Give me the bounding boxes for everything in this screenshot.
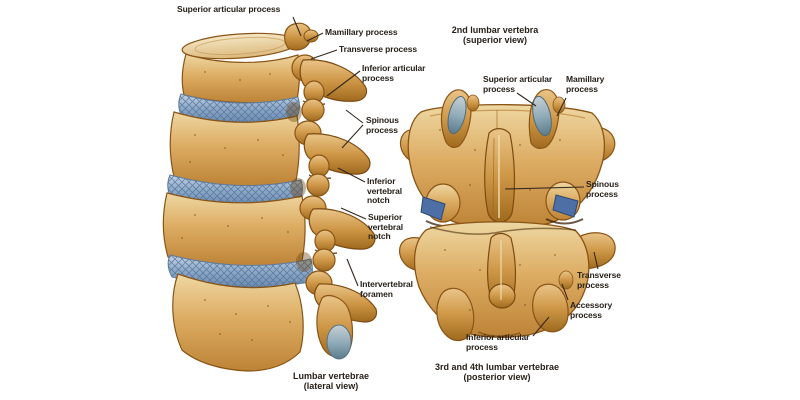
label-mamillary-process: Mamillary process [325, 27, 398, 38]
caption-posterior-view: 3rd and 4th lumbar vertebrae (posterior … [417, 362, 577, 382]
label-line: process [570, 309, 602, 320]
leader-line [306, 32, 324, 42]
leader-line [341, 124, 364, 149]
leader-line [345, 109, 364, 124]
label-line: Superior articular [483, 74, 553, 84]
leader-line [532, 316, 550, 337]
label-line: Superior [368, 212, 403, 222]
label-superior-vertebral-notch: Superior vertebral notch [368, 212, 404, 242]
caption-line: (posterior view) [463, 372, 531, 382]
label-line: foramen [360, 288, 393, 299]
label-line: Inferior articular [362, 63, 426, 73]
articular-process [301, 98, 325, 122]
vertebral-body-3 [162, 192, 306, 268]
label-line: process [566, 83, 598, 94]
label-superior-articular-process: Superior articular process [177, 4, 281, 15]
leader-line [593, 251, 599, 270]
leader-line [326, 70, 361, 97]
vertebral-body-4 [172, 273, 304, 372]
label-line: process [586, 188, 618, 199]
label-line: notch [368, 231, 391, 241]
lateral-view-drawing [162, 22, 378, 372]
label-line: Spinous [586, 179, 619, 189]
title-line: 2nd lumbar vertebra [451, 25, 539, 35]
label-transverse-process-right-fig: Transverse process [577, 270, 621, 290]
label-line: vertebral [368, 221, 404, 232]
spinous-process-4 [314, 283, 378, 323]
label-inferior-articular-process: Inferior articular process [362, 63, 426, 83]
label-inferior-vertebral-notch: Inferior vertebral notch [367, 176, 403, 206]
inferior-articular-process-bottom-right [532, 283, 569, 333]
label-line: vertebral [367, 185, 403, 196]
label-line: process [362, 72, 394, 83]
label-mamillary-process-right-fig: Mamillary process [566, 74, 605, 94]
leader-lines [292, 16, 599, 337]
vertebral-body-2 [169, 111, 300, 187]
caption-line: Lumbar vertebrae [292, 371, 370, 381]
vertebral-body-1 [181, 53, 300, 104]
leader-line [340, 207, 367, 220]
bone-speckles [181, 71, 291, 341]
leader-line [504, 186, 585, 190]
mamillary-process-right [552, 96, 566, 114]
title-superior-view: 2nd lumbar vertebra (superior view) [425, 25, 565, 45]
leader-line [516, 92, 537, 107]
label-line: Spinous [366, 115, 399, 125]
label-line: Transverse [577, 270, 621, 280]
articular-process [312, 248, 336, 272]
bone-speckles [439, 129, 561, 311]
caption-line: 3rd and 4th lumbar vertebrae [434, 362, 560, 372]
inferior-articular-process-bottom-left [436, 287, 475, 342]
accessory-process [558, 270, 574, 290]
label-line: process [366, 124, 398, 135]
superior-articular-facet-left [447, 95, 467, 135]
label-line: Intervertebral [360, 279, 413, 289]
label-line: Mamillary [566, 74, 605, 84]
inferior-articular-facet [326, 324, 352, 360]
joint-cartilage-left [420, 196, 446, 221]
mamillary-process-left [466, 94, 480, 112]
leader-line [561, 283, 569, 301]
label-line: Inferior [367, 176, 396, 186]
leader-line [556, 97, 567, 117]
superior-articular-facet-right [532, 95, 552, 137]
label-line: Inferior articular [466, 332, 530, 342]
leader-line [346, 258, 359, 287]
joint-cartilage-right [552, 194, 579, 218]
label-transverse-process: Transverse process [339, 44, 418, 55]
label-spinous-process: Spinous process [366, 115, 399, 135]
leader-line [292, 16, 302, 37]
label-line: process [466, 341, 498, 352]
vertebra-top-face-rim [194, 36, 286, 56]
label-spinous-process-right-fig: Spinous process [586, 179, 619, 199]
caption-lateral-view: Lumbar vertebrae (lateral view) [268, 371, 394, 391]
label-accessory-process: Accessory process [570, 300, 613, 320]
label-line: process [577, 279, 609, 290]
label-line: notch [367, 195, 390, 205]
leader-line [337, 167, 366, 183]
label-intervertebral-foramen: Intervertebral foramen [360, 279, 413, 299]
label-line: Superior articular process [177, 4, 281, 14]
leader-line [310, 49, 338, 60]
posterior-view-drawing [399, 89, 616, 342]
label-line: Transverse process [339, 44, 418, 54]
label-line: Accessory [570, 300, 613, 310]
label-line: process [483, 83, 515, 94]
label-line: Mamillary process [325, 27, 398, 37]
intervertebral-foramen-shadows [286, 102, 312, 272]
label-superior-articular-process-right-fig: Superior articular process [483, 74, 553, 94]
label-inferior-articular-process-right-fig: Inferior articular process [466, 332, 530, 352]
title-line: (superior view) [462, 35, 527, 45]
caption-line: (lateral view) [303, 381, 359, 391]
articular-process [306, 173, 330, 197]
